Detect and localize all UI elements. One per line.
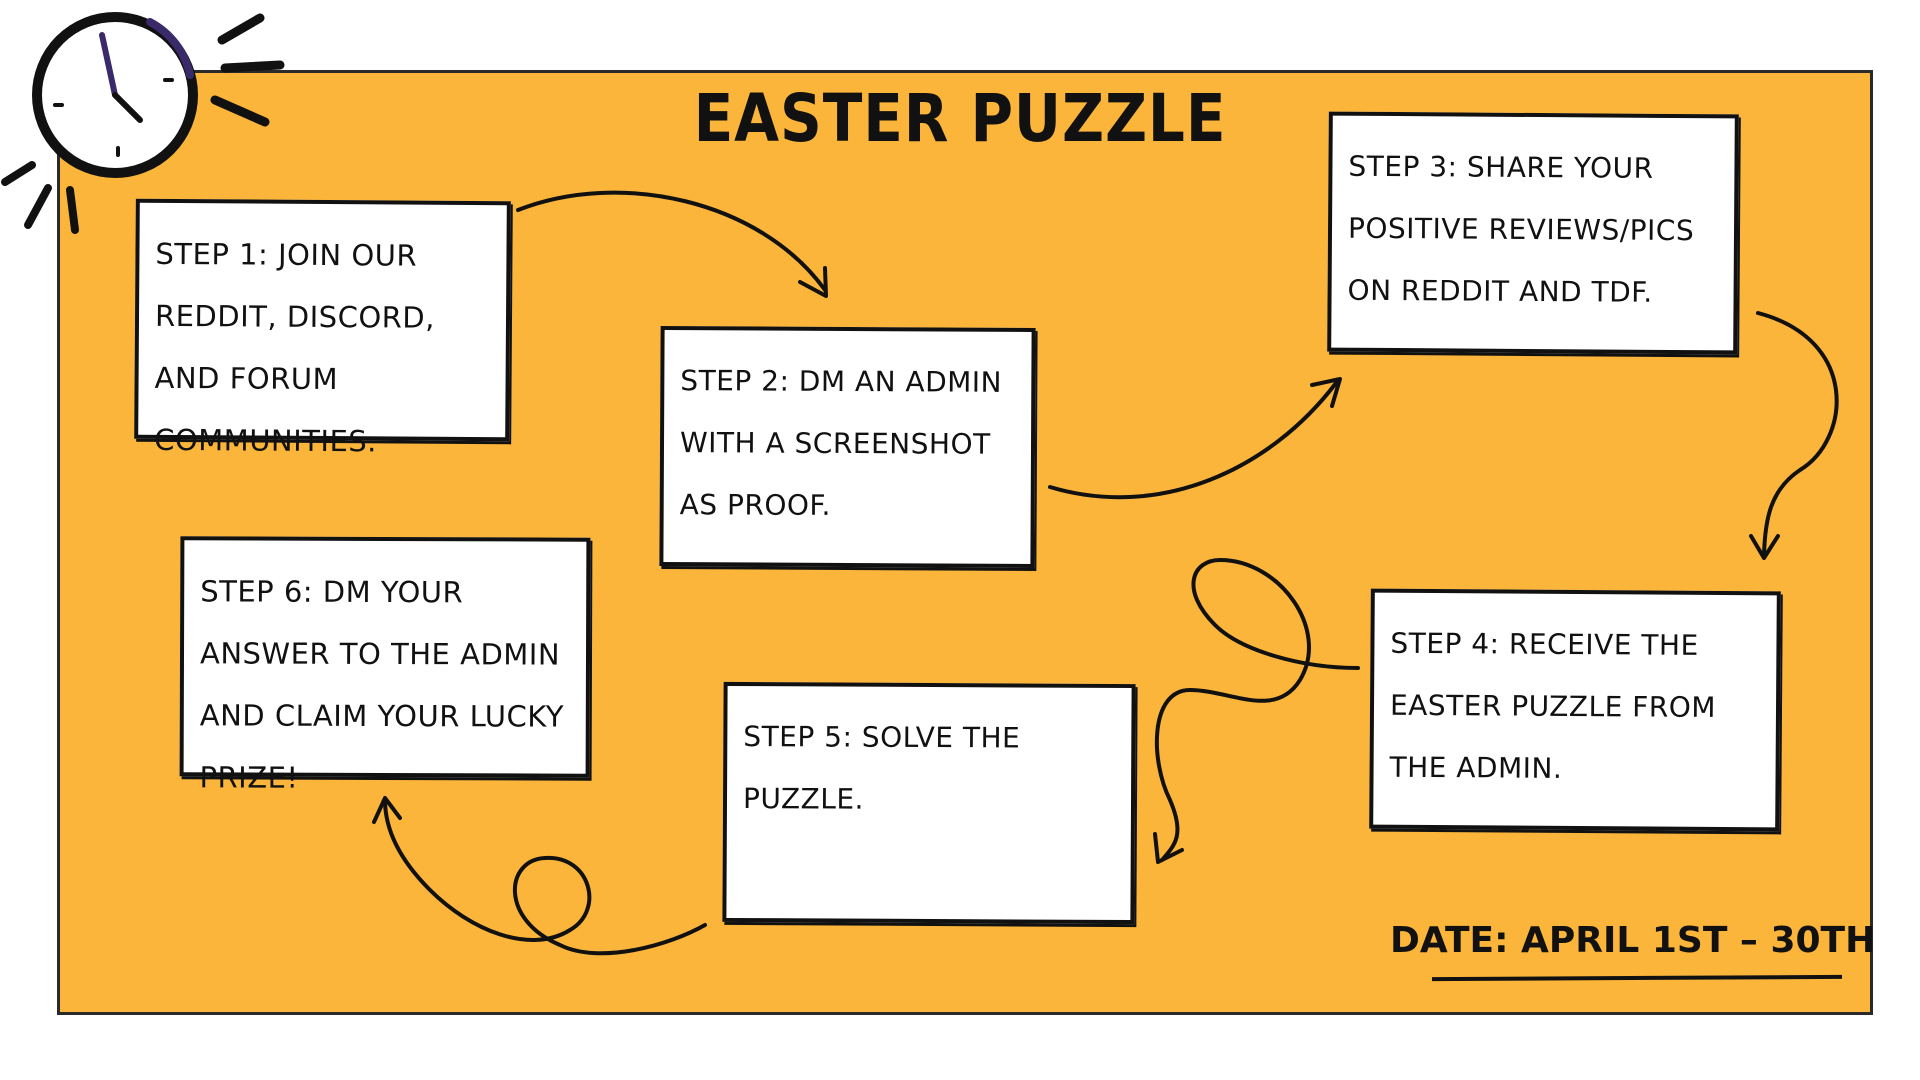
- arrow-step1-to-step2: [516, 190, 827, 292]
- step-3-box: Step 3: Share your positive reviews/pics…: [1327, 111, 1739, 355]
- step-2-box: Step 2: DM an admin with a screenshot as…: [659, 326, 1036, 568]
- step-1-box: Step 1: Join our Reddit, Discord, and fo…: [134, 198, 511, 458]
- step-5-text: Step 5: Solve the puzzle.: [742, 720, 1021, 816]
- step-6-box: Step 6: DM your answer to the admin and …: [179, 536, 591, 795]
- date-range: DATE: APRIL 1ST – 30TH: [1390, 920, 1876, 961]
- arrowhead-step2-to-step3: [1310, 377, 1342, 408]
- step-2-text: Step 2: DM an admin with a screenshot as…: [679, 364, 1003, 522]
- step-3-text: Step 3: Share your positive reviews/pics…: [1347, 149, 1695, 309]
- arrowhead-step4-to-step5: [1153, 832, 1184, 864]
- step-4-box: Step 4: Receive the Easter puzzle from t…: [1369, 588, 1781, 832]
- clock-icon: [1, 12, 285, 234]
- arrow-step3-to-step4: [1756, 311, 1839, 557]
- arrowhead-step1-to-step2: [798, 266, 828, 298]
- arrow-step5-to-step6: [383, 798, 707, 956]
- step-1-text: Step 1: Join our Reddit, Discord, and fo…: [154, 236, 436, 459]
- arrowhead-step3-to-step4: [1749, 534, 1780, 560]
- arrow-step2-to-step3: [1048, 381, 1338, 500]
- arrowhead-step5-to-step6: [372, 796, 402, 824]
- arrow-step4-to-step5: [1154, 558, 1360, 862]
- step-5-box: Step 5: Solve the puzzle.: [722, 681, 1136, 925]
- step-6-text: Step 6: DM your answer to the admin and …: [199, 574, 565, 795]
- poster-title: EASTER PUZZLE: [693, 80, 1227, 157]
- step-4-text: Step 4: Receive the Easter puzzle from t…: [1389, 626, 1717, 785]
